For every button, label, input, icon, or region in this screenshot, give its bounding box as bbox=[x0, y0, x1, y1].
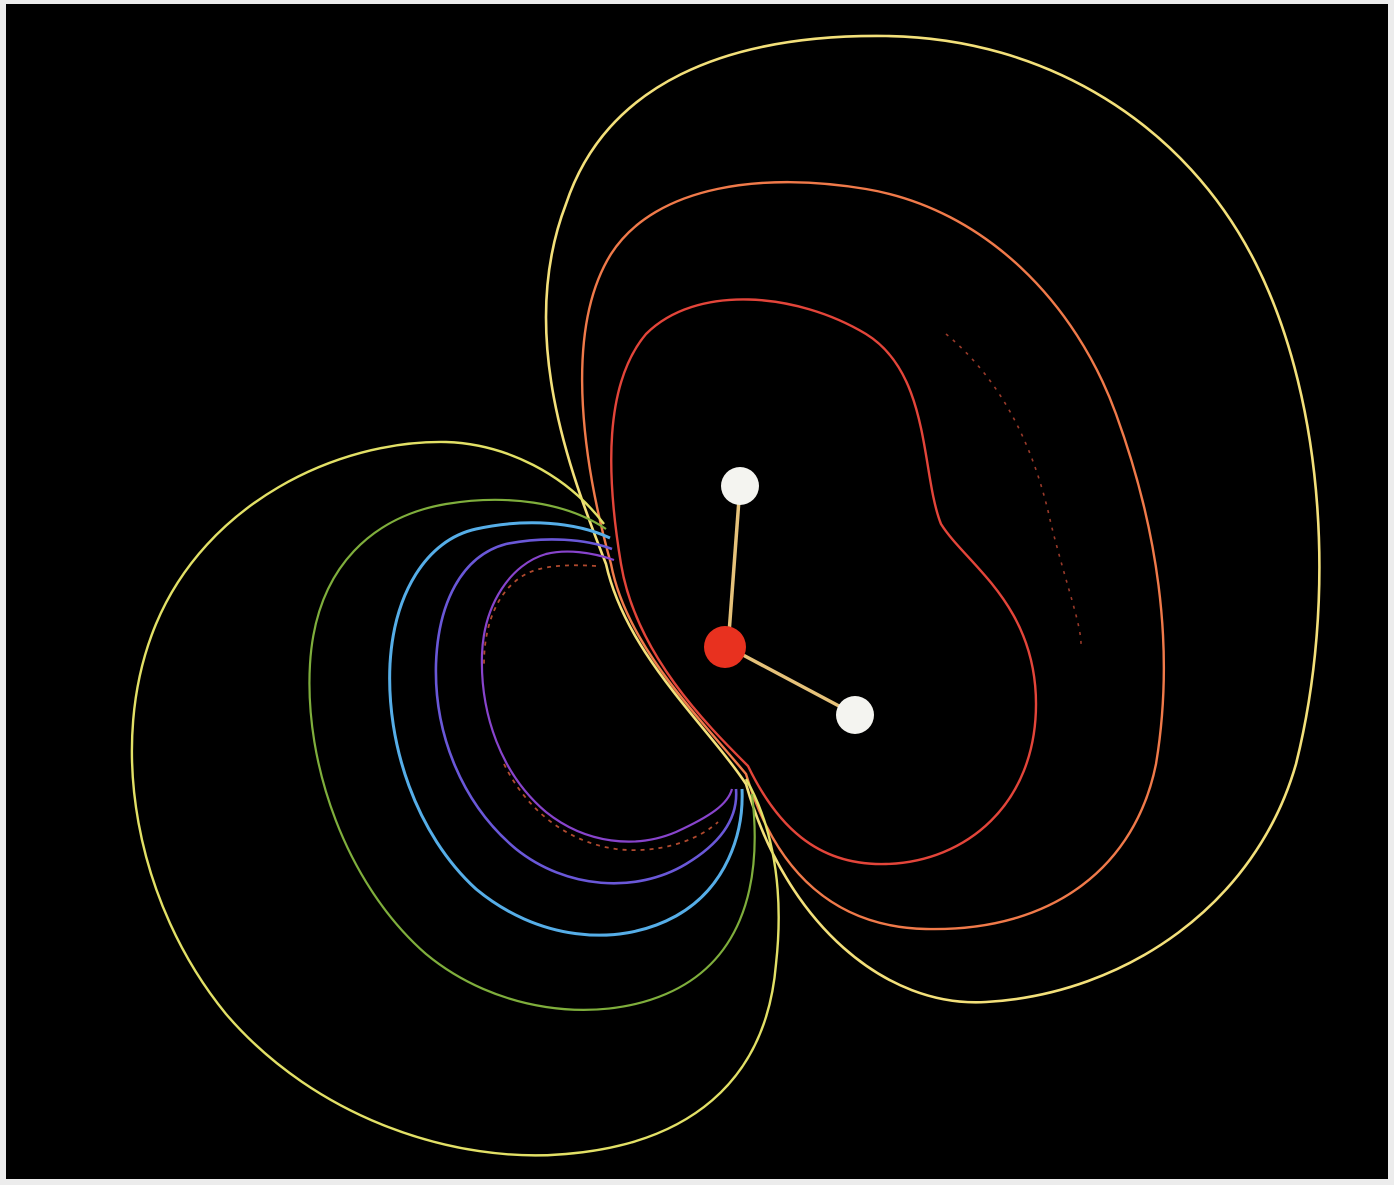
electrostatic-potential-contour-map bbox=[6, 4, 1388, 1179]
positive-contour-3 bbox=[610, 298, 1038, 866]
negative-contour-5 bbox=[480, 550, 734, 843]
positive-contour-inner-dotted bbox=[945, 333, 1082, 645]
positive-contour-outer bbox=[544, 34, 1321, 1004]
hydrogen-atom-1 bbox=[721, 467, 759, 505]
water-molecule bbox=[704, 467, 874, 734]
positive-contour-2 bbox=[580, 180, 1166, 931]
negative-contour-inner-dotted bbox=[483, 564, 597, 665]
figure-frame bbox=[6, 4, 1388, 1179]
hydrogen-atom-2 bbox=[836, 696, 874, 734]
negative-contour-2 bbox=[308, 498, 756, 1011]
negative-potential-contours bbox=[130, 440, 780, 1157]
positive-potential-contours bbox=[544, 34, 1321, 1004]
oxygen-atom bbox=[704, 626, 746, 668]
negative-contour-inner-dotted-2 bbox=[503, 763, 719, 851]
negative-contour-4 bbox=[434, 538, 738, 885]
bond-o-h1 bbox=[726, 485, 742, 648]
figure-background bbox=[6, 4, 1388, 1179]
negative-contour-3 bbox=[388, 521, 744, 937]
negative-contour-outer bbox=[130, 440, 780, 1157]
bond-o-h2 bbox=[727, 645, 855, 716]
